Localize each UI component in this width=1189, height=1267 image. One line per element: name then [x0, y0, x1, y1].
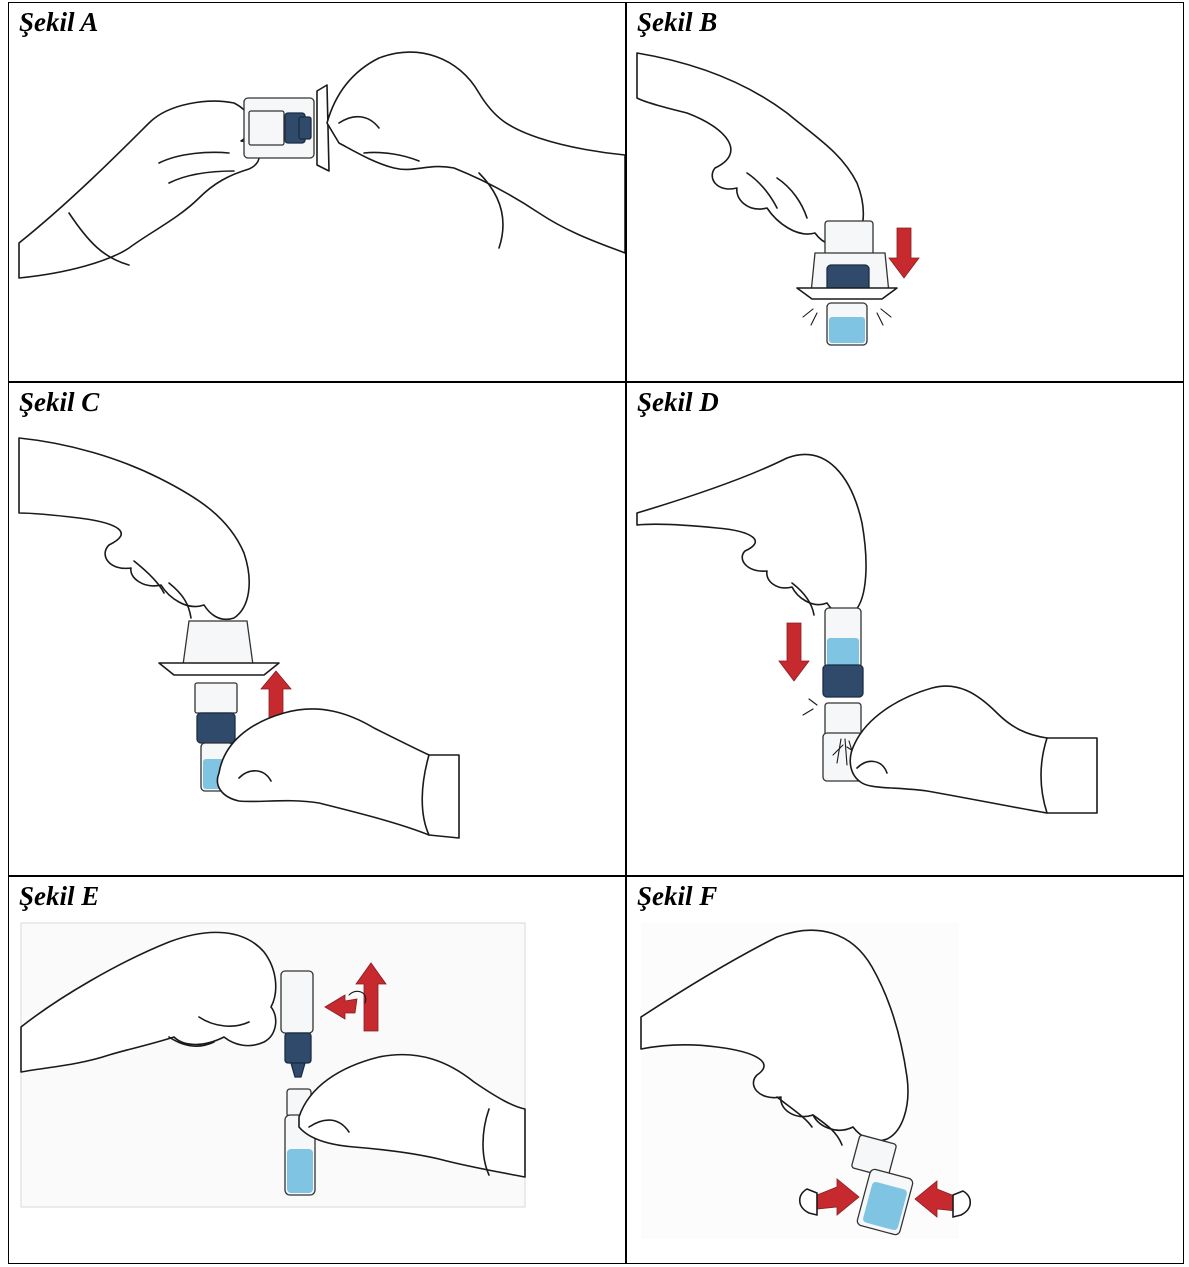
figure-label-b: Şekil B	[637, 7, 718, 37]
illustration-press-adapter-onto-vial	[636, 52, 920, 346]
figure-table: Şekil A Şekil B	[8, 2, 1184, 1264]
illustration-attach-syringe-to-adapter	[636, 453, 1098, 814]
illustration-swirl-vial	[640, 923, 972, 1239]
figure-cell-b: Şekil B	[627, 3, 1185, 381]
figure-cell-d: Şekil D	[627, 383, 1185, 875]
table-row-divider	[9, 381, 1183, 383]
table-column-divider	[625, 3, 627, 1263]
figure-cell-a: Şekil A	[9, 3, 625, 381]
figure-cell-e: Şekil E	[9, 877, 625, 1265]
figure-cell-c: Şekil C	[9, 383, 625, 875]
illustration-peeling-lid	[18, 51, 625, 279]
figure-label-d: Şekil D	[637, 387, 719, 417]
table-row-divider	[9, 875, 1183, 877]
figure-label-e: Şekil E	[19, 881, 100, 911]
figure-cell-f: Şekil F	[627, 877, 1185, 1265]
figure-label-a: Şekil A	[19, 7, 99, 37]
figure-label-f: Şekil F	[637, 881, 718, 911]
illustration-twist-off-syringe	[20, 922, 526, 1208]
figure-label-c: Şekil C	[19, 387, 100, 417]
illustration-lift-blister	[18, 437, 460, 839]
